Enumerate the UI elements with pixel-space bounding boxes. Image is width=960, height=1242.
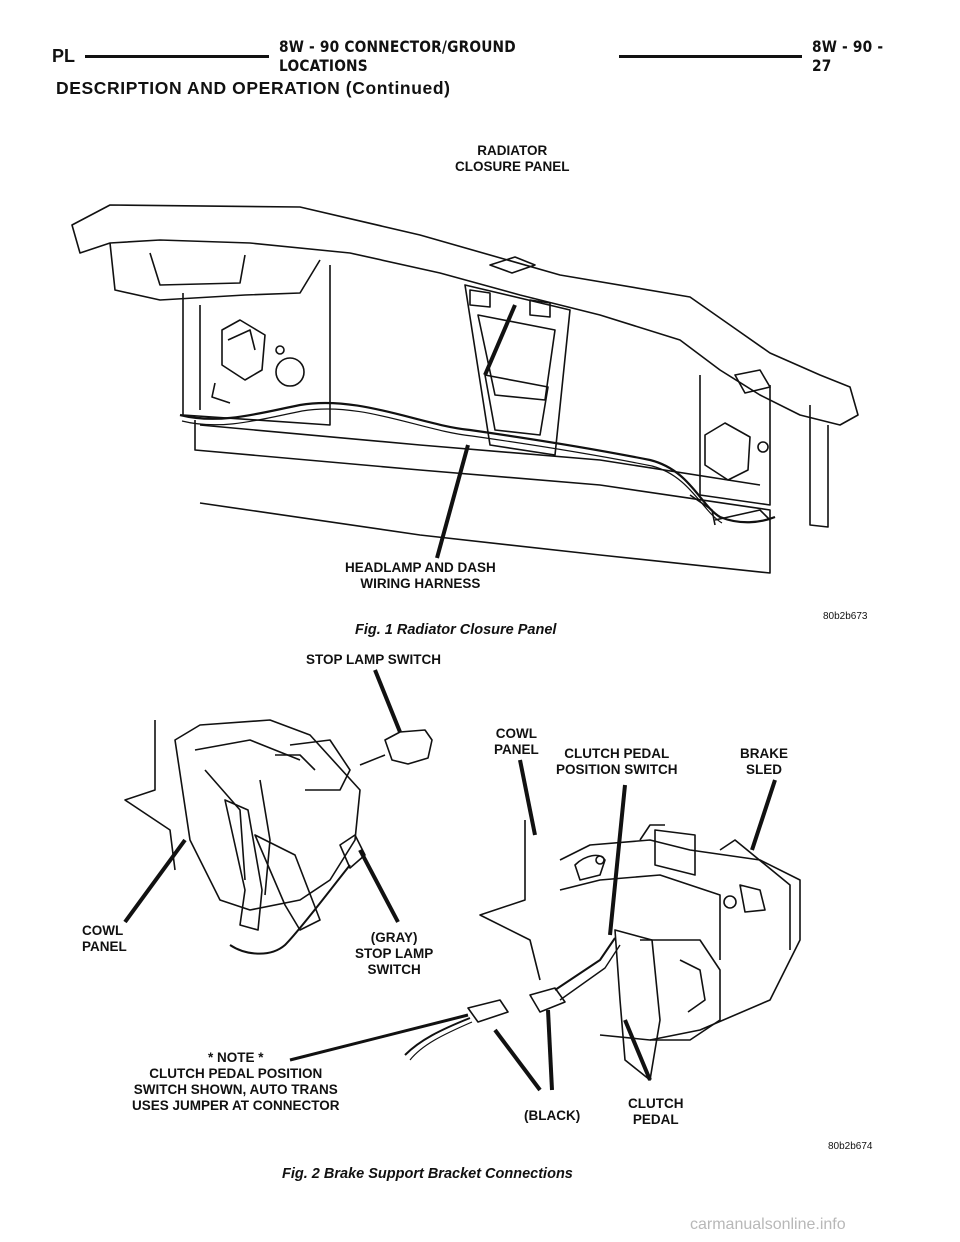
figure-id: 80b2b674 — [828, 1141, 873, 1152]
brake-support-bracket-illustration — [123, 669, 801, 1092]
callout-clutch-pedal-position-switch: CLUTCH PEDAL POSITION SWITCH — [556, 746, 678, 777]
page-header: PL 8W - 90 CONNECTOR/GROUND LOCATIONS 8W… — [52, 37, 910, 75]
figure-caption: Fig. 2 Brake Support Bracket Connections — [282, 1166, 573, 1182]
figure-id: 80b2b673 — [823, 611, 868, 622]
callout-cowl-panel-right: COWL PANEL — [494, 726, 539, 757]
header-right: 8W - 90 - 27 — [812, 37, 884, 75]
figure-radiator-closure-panel: RADIATOR CLOSURE PANEL HEADLAMP AND DASH… — [0, 125, 960, 645]
callout-headlamp-dash-harness: HEADLAMP AND DASH WIRING HARNESS — [345, 560, 496, 591]
header-rule-left — [85, 54, 269, 58]
callout-black: (BLACK) — [524, 1108, 581, 1123]
callout-stop-lamp-switch: STOP LAMP SWITCH — [306, 652, 442, 667]
callout-radiator-closure-panel: RADIATOR CLOSURE PANEL — [455, 143, 570, 174]
callout-brake-sled: BRAKE SLED — [740, 746, 789, 777]
figure-caption: Fig. 1 Radiator Closure Panel — [355, 622, 557, 638]
callout-clutch-pedal: CLUTCH PEDAL — [628, 1096, 684, 1127]
radiator-closure-panel-illustration — [71, 204, 859, 574]
callout-note: * NOTE * CLUTCH PEDAL POSITION SWITCH SH… — [132, 1050, 340, 1113]
header-rule-right — [618, 54, 803, 58]
callout-cowl-panel-left: COWL PANEL — [82, 923, 127, 954]
figure-brake-support-bracket: STOP LAMP SWITCH COWL PANEL CLUTCH PEDAL… — [0, 640, 960, 1200]
header-left: PL — [52, 45, 76, 66]
section-title: DESCRIPTION AND OPERATION (Continued) — [56, 78, 451, 98]
header-center: 8W - 90 CONNECTOR/GROUND LOCATIONS — [278, 37, 516, 75]
callout-gray-stop-lamp-switch: (GRAY) STOP LAMP SWITCH — [355, 930, 434, 977]
watermark: carmanualsonline.info — [690, 1216, 846, 1233]
